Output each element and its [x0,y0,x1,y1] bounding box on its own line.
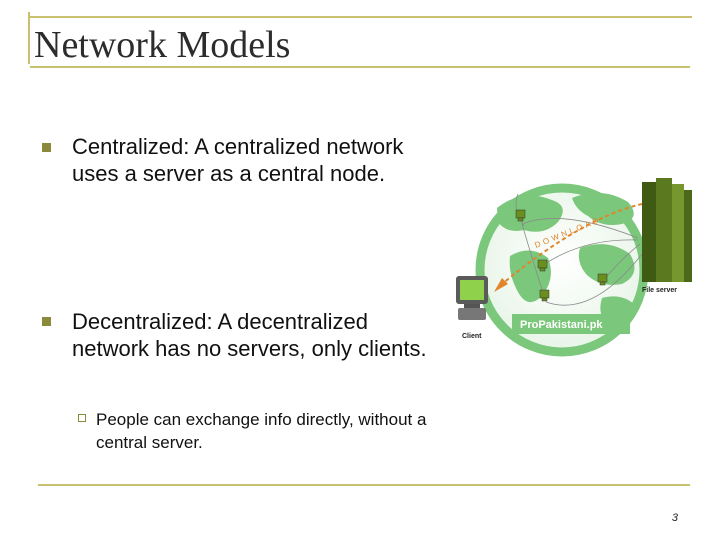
client-computer-icon [456,276,488,320]
frame-left-line [28,12,30,64]
frame-top-line [28,16,692,18]
slide-title: Network Models [34,24,291,66]
bullet-decentralized: Decentralized: A decentralized network h… [72,309,427,361]
client-label: Client [462,333,482,340]
file-server-label: File server [642,287,677,294]
continent-shape [497,195,563,232]
watermark-text: ProPakistani.pk [520,319,603,331]
watermark-banner [512,314,630,334]
footer-rule [38,484,690,486]
bullet-centralized: Centralized: A centralized network uses … [72,134,404,186]
title-underline [30,66,690,68]
continent-shape [578,244,635,285]
arrow-head-icon [494,278,508,292]
sub-bullet-marker [78,414,86,422]
continent-shape [572,192,634,225]
network-diagram: DOWNLOAD File server Client ProPakistani… [456,178,692,357]
bullet-marker [42,317,51,326]
file-server-icon [642,178,692,282]
sub-bullet-people: People can exchange info directly, witho… [96,410,427,452]
network-node-icons [515,209,608,302]
page-number: 3 [671,512,678,524]
bullet-marker [42,143,51,152]
download-arrow [501,203,643,285]
